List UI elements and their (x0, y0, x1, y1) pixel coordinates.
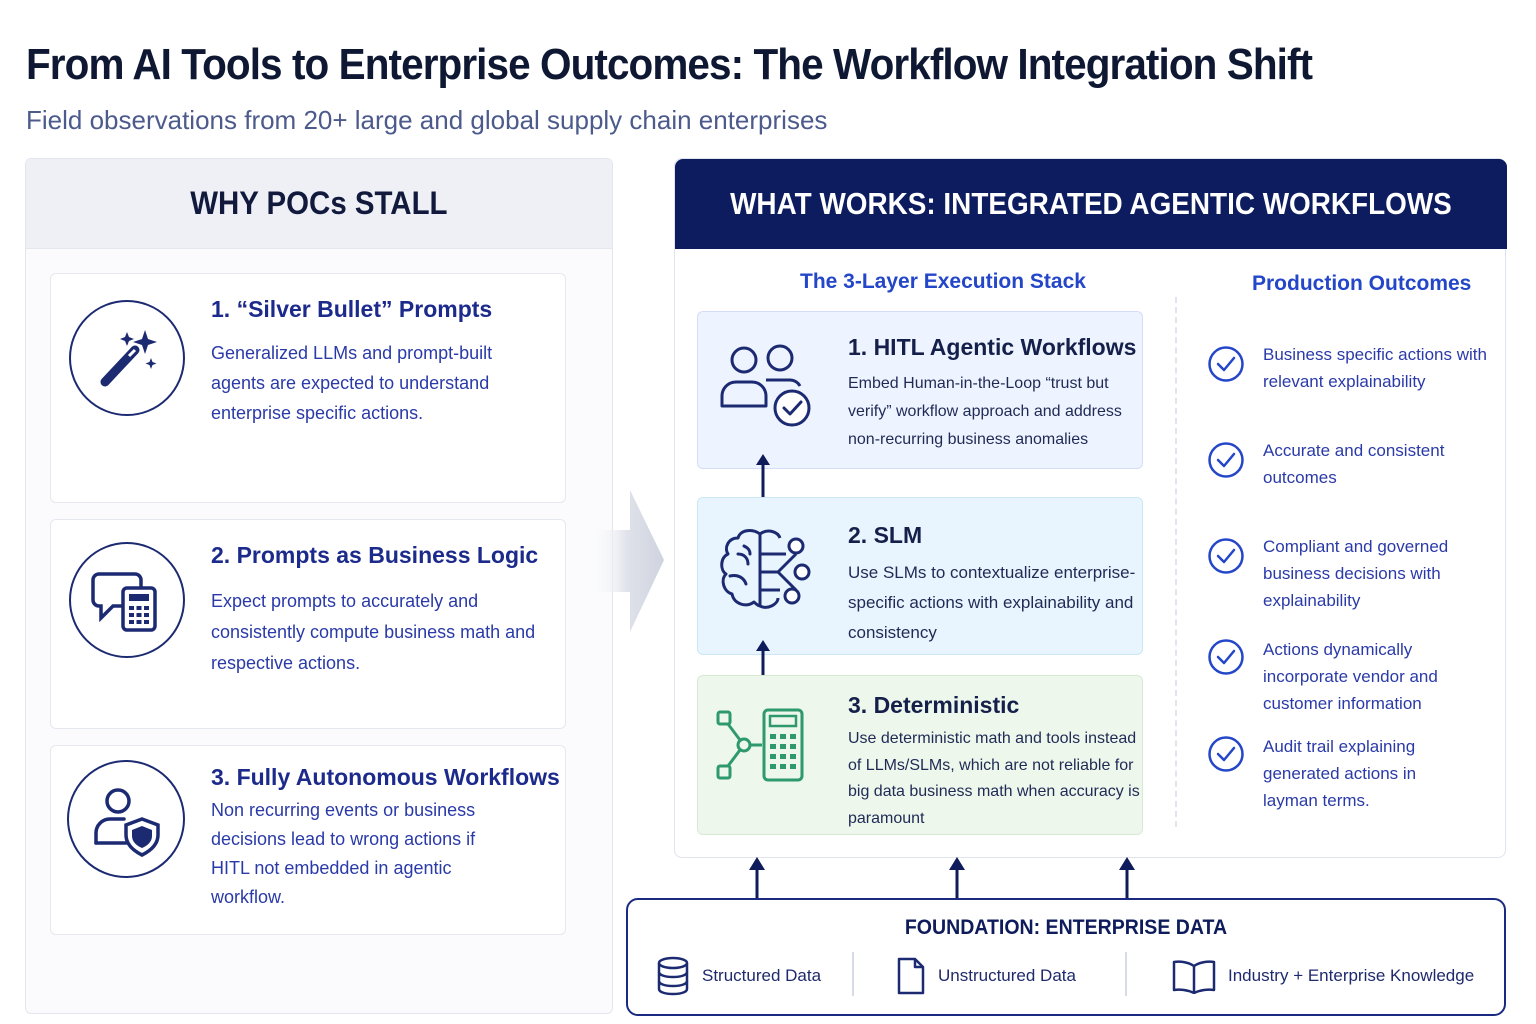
what-works-heading: WHAT WORKS: INTEGRATED AGENTIC WORKFLOWS (730, 186, 1452, 221)
what-works-header: WHAT WORKS: INTEGRATED AGENTIC WORKFLOWS (675, 159, 1507, 249)
layer-title: 1. HITL Agentic Workflows (848, 334, 1137, 360)
layer-description: Use deterministic math and tools instead… (848, 730, 1140, 827)
outcome-text: Business specific actions with relevant … (1263, 345, 1487, 391)
outcome-item: Audit trail explaining generated actions… (1207, 735, 1497, 819)
check-circle-icon (1208, 736, 1244, 772)
foundation-item-unstructured: Unstructured Data (896, 954, 1076, 998)
flow-calculator-icon (716, 708, 804, 782)
check-circle-icon (1208, 442, 1244, 478)
layer-description: Use SLMs to contextualize enterprise-spe… (848, 563, 1136, 642)
foundation-divider (1125, 952, 1127, 996)
outcome-item: Compliant and governed business decision… (1207, 535, 1497, 619)
layer-deterministic: 3. Deterministic Use deterministic math … (697, 675, 1143, 835)
foundation-item-label: Industry + Enterprise Knowledge (1228, 966, 1475, 985)
up-arrow-icon (949, 857, 965, 898)
brain-network-icon (720, 529, 811, 609)
what-works-panel: WHAT WORKS: INTEGRATED AGENTIC WORKFLOWS… (674, 158, 1507, 858)
check-circle-icon (1208, 639, 1244, 675)
production-outcomes-label: Production Outcomes (1252, 272, 1472, 295)
users-check-icon (720, 344, 811, 427)
outcome-item: Accurate and consistent outcomes (1207, 439, 1497, 499)
layer-title: 3. Deterministic (848, 692, 1020, 718)
outcome-item: Actions dynamically incorporate vendor a… (1207, 638, 1497, 722)
column-divider (1175, 297, 1177, 827)
outcome-text: Audit trail explaining generated actions… (1263, 737, 1417, 810)
chat-calculator-icon (69, 542, 185, 658)
database-icon (657, 956, 689, 996)
stall-item-title: 1. “Silver Bullet” Prompts (211, 296, 493, 322)
layer-title: 2. SLM (848, 522, 923, 548)
stall-card-autonomous: 3. Fully Autonomous Workflows Non recurr… (50, 745, 566, 935)
foundation-item-knowledge: Industry + Enterprise Knowledge (1172, 954, 1474, 998)
layer-slm: 2. SLM Use SLMs to contextualize enterpr… (697, 497, 1143, 655)
outcome-item: Business specific actions with relevant … (1207, 343, 1497, 403)
stall-item-description: Expect prompts to accurately and consist… (211, 591, 536, 673)
outcome-text: Accurate and consistent outcomes (1263, 441, 1445, 487)
why-pocs-stall-panel: WHY POCs STALL 1. “Silver Bullet” Prompt… (25, 158, 613, 1014)
foundation-title: FOUNDATION: ENTERPRISE DATA (904, 916, 1228, 939)
document-icon (897, 957, 925, 995)
up-arrow-icon (1119, 857, 1135, 898)
foundation-item-label: Structured Data (702, 966, 822, 985)
up-arrow-icon (756, 640, 770, 679)
layer-hitl-agentic: 1. HITL Agentic Workflows Embed Human-in… (697, 311, 1143, 469)
magic-wand-icon (69, 300, 185, 416)
page-subtitle: Field observations from 20+ large and gl… (26, 105, 828, 135)
check-circle-icon (1208, 346, 1244, 382)
stall-card-prompts-logic: 2. Prompts as Business Logic Expect prom… (50, 519, 566, 729)
why-pocs-stall-heading: WHY POCs STALL (190, 185, 448, 221)
outcome-text: Compliant and governed business decision… (1263, 537, 1449, 610)
user-shield-icon (67, 760, 185, 878)
up-arrow-icon (749, 857, 765, 898)
stall-item-title: 2. Prompts as Business Logic (211, 542, 539, 568)
execution-stack-label: The 3-Layer Execution Stack (800, 270, 1086, 293)
check-circle-icon (1208, 538, 1244, 574)
foundation-panel: FOUNDATION: ENTERPRISE DATA Structured D… (626, 898, 1506, 1016)
foundation-divider (852, 952, 854, 996)
why-pocs-stall-header: WHY POCs STALL (26, 159, 612, 249)
stall-item-description: Non recurring events or business decisio… (211, 800, 476, 907)
stall-item-title: 3. Fully Autonomous Workflows (211, 764, 560, 790)
foundation-item-structured: Structured Data (656, 954, 821, 998)
stall-card-silver-bullet: 1. “Silver Bullet” Prompts Generalized L… (50, 273, 566, 503)
layer-description: Embed Human-in-the-Loop “trust but verif… (848, 375, 1122, 448)
outcome-text: Actions dynamically incorporate vendor a… (1263, 640, 1438, 713)
up-arrow-icon (756, 454, 770, 497)
stall-item-description: Generalized LLMs and prompt-built agents… (211, 343, 493, 423)
page-title: From AI Tools to Enterprise Outcomes: Th… (26, 40, 1313, 89)
foundation-item-label: Unstructured Data (938, 966, 1076, 985)
transition-arrow-icon (590, 490, 664, 632)
open-book-icon (1172, 960, 1216, 994)
